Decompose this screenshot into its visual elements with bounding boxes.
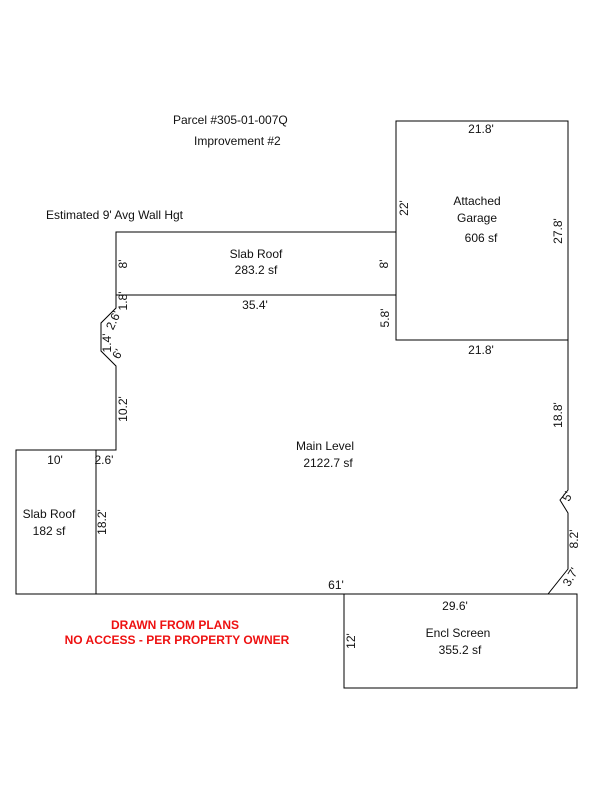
dim-garage-left: 22' xyxy=(397,200,411,216)
dim-main-right-lower: 8.2' xyxy=(567,530,581,549)
dim-slab-left-top: 10' xyxy=(47,453,63,467)
dim-slab-top-bottom: 35.4' xyxy=(242,298,268,312)
note-drawn-from-plans: DRAWN FROM PLANS xyxy=(111,618,239,632)
dim-main-right-mid: 18.8' xyxy=(551,402,565,428)
slab-roof-top-area: 283.2 sf xyxy=(235,263,278,277)
dim-main-bottom: 61' xyxy=(328,578,344,592)
parcel-label: Parcel #305-01-007Q xyxy=(173,113,288,127)
dim-slab-left-right: 18.2' xyxy=(95,509,109,535)
dim-main-right-upper: 5.8' xyxy=(378,309,392,328)
garage-area: 606 sf xyxy=(465,231,498,245)
dim-garage-bottom: 21.8' xyxy=(468,343,494,357)
dim-jog-b: 1.4' xyxy=(100,334,114,353)
dim-jog-a: 2.6' xyxy=(103,309,124,332)
dim-encl-top: 29.6' xyxy=(442,599,468,613)
dim-right-diag-a: 5' xyxy=(559,489,575,503)
improvement-label: Improvement #2 xyxy=(194,134,281,148)
dim-slab-top-left: 8' xyxy=(116,260,130,269)
main-level-name: Main Level xyxy=(296,439,354,453)
dim-main-left-upper: 1.8' xyxy=(116,292,130,311)
dim-right-diag-b: 3.7' xyxy=(560,565,582,588)
slab-roof-top-outline xyxy=(115,231,396,296)
garage-name-line2: Garage xyxy=(457,211,497,225)
dim-garage-top: 21.8' xyxy=(468,122,494,136)
encl-screen-area: 355.2 sf xyxy=(439,643,482,657)
dim-garage-right: 27.8' xyxy=(551,218,565,244)
encl-screen-outline xyxy=(343,593,578,689)
dim-encl-left: 12' xyxy=(344,633,358,649)
main-level-area: 2122.7 sf xyxy=(303,456,353,470)
slab-roof-top-name: Slab Roof xyxy=(230,247,283,261)
garage-outline xyxy=(395,120,569,341)
dim-slab-left-notch: 2.6' xyxy=(95,453,114,467)
dim-main-left-mid: 10.2' xyxy=(116,396,130,422)
encl-screen-name: Encl Screen xyxy=(426,626,491,640)
slab-roof-left-outline xyxy=(15,449,97,595)
dim-jog-c: 6' xyxy=(109,347,126,362)
note-no-access: NO ACCESS - PER PROPERTY OWNER xyxy=(65,633,290,647)
slab-roof-left-area: 182 sf xyxy=(33,524,66,538)
dim-slab-top-right: 8' xyxy=(377,260,391,269)
garage-name-line1: Attached xyxy=(453,194,500,208)
slab-roof-left-name: Slab Roof xyxy=(23,507,76,521)
wall-height-label: Estimated 9' Avg Wall Hgt xyxy=(46,208,184,222)
